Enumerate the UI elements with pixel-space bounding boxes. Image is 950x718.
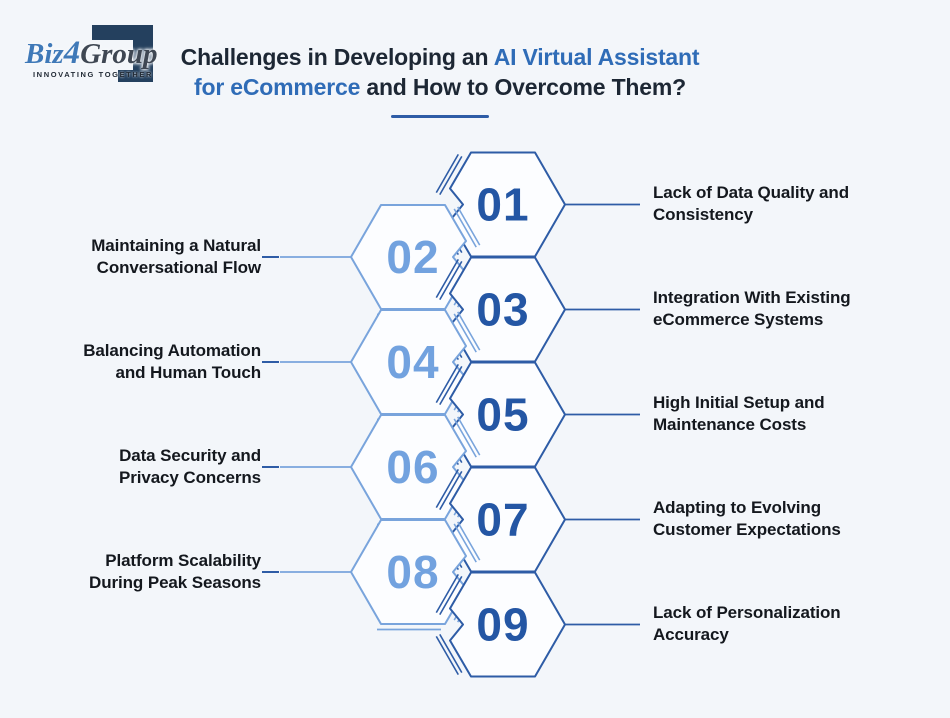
- logo-group-text: Group: [80, 38, 158, 70]
- label-line: Lack of Personalization: [653, 603, 841, 622]
- accent-line: [439, 634, 463, 673]
- accent-line: [457, 311, 481, 351]
- label-line: Privacy Concerns: [118, 468, 261, 487]
- hexagon-number: 01: [476, 179, 529, 231]
- label-line: Integration With Existing: [653, 288, 851, 307]
- label-line: Maintenance Costs: [653, 415, 807, 434]
- challenge-label-03: Integration With Existing eCommerce Syst…: [653, 287, 851, 331]
- hexagon-group-01: 01: [435, 151, 640, 258]
- label-line: Conversational Flow: [96, 258, 261, 277]
- hexagon-number: 03: [476, 284, 529, 336]
- hexagon-group-08: 08: [262, 519, 481, 631]
- accent-line: [453, 418, 477, 458]
- challenge-label-01: Lack of Data Quality and Consistency: [653, 182, 849, 226]
- challenge-label-02: Maintaining a Natural Conversational Flo…: [91, 235, 261, 279]
- logo-bracket-icon: [118, 70, 134, 82]
- accent-line: [453, 313, 477, 353]
- hexagon-number: 08: [386, 546, 439, 598]
- label-line: High Initial Setup and: [653, 393, 825, 412]
- logo-bracket-icon: [133, 25, 153, 82]
- title-underline: [391, 115, 489, 118]
- title-highlight: AI Virtual Assistant: [493, 44, 700, 70]
- hexagon-shape: [449, 571, 566, 678]
- accent-line: [435, 364, 459, 403]
- title-text: and How to Overcome Them?: [360, 74, 686, 100]
- hexagon-group-02: 02: [262, 204, 481, 316]
- accent-line: [435, 469, 459, 508]
- label-line: Lack of Data Quality and: [653, 183, 849, 202]
- label-line: Customer Expectations: [653, 520, 841, 539]
- label-line: Balancing Automation: [83, 341, 261, 360]
- accent-line: [439, 576, 463, 615]
- logo-tagline: INNOVATING TOGETHER: [33, 70, 153, 79]
- hexagon-number: 04: [386, 336, 439, 388]
- challenge-label-08: Platform Scalability During Peak Seasons: [89, 550, 261, 594]
- challenge-label-06: Data Security and Privacy Concerns: [119, 445, 261, 489]
- title-highlight: for eCommerce: [194, 74, 361, 100]
- challenge-label-04: Balancing Automation and Human Touch: [83, 340, 261, 384]
- hexagon-group-03: 03: [435, 256, 640, 363]
- hexagon-number: 05: [476, 389, 529, 441]
- accent-line: [453, 208, 477, 248]
- accent-line: [439, 261, 463, 300]
- accent-line: [439, 156, 463, 195]
- hexagon-group-09: 09: [435, 571, 640, 678]
- label-line: and Human Touch: [115, 363, 261, 382]
- hexagon-group-07: 07: [435, 466, 640, 573]
- label-line: During Peak Seasons: [89, 573, 261, 592]
- accent-line: [457, 416, 481, 456]
- hexagon-group-05: 05: [435, 361, 640, 468]
- logo-four-text: 4: [63, 35, 81, 71]
- accent-line: [457, 206, 481, 246]
- accent-line: [435, 259, 459, 298]
- hexagon-number: 06: [386, 441, 439, 493]
- hexagon-number: 02: [386, 231, 439, 283]
- label-line: eCommerce Systems: [653, 310, 824, 329]
- title-text: Challenges in Developing an: [180, 44, 494, 70]
- challenge-label-05: High Initial Setup and Maintenance Costs: [653, 392, 825, 436]
- label-line: Platform Scalability: [105, 551, 261, 570]
- logo-biz-text: Biz: [25, 38, 64, 70]
- title-line-1: Challenges in Developing an AI Virtual A…: [150, 42, 730, 72]
- accent-line: [435, 636, 459, 675]
- hexagon-number: 07: [476, 494, 529, 546]
- biz4group-logo: Biz4Group INNOVATING TOGETHER: [20, 20, 170, 98]
- title-line-2: for eCommerce and How to Overcome Them?: [150, 72, 730, 102]
- accent-line: [453, 523, 477, 563]
- hexagon-number: 09: [476, 599, 529, 651]
- page-title: Challenges in Developing an AI Virtual A…: [150, 42, 730, 102]
- label-line: Data Security and: [119, 446, 261, 465]
- hexagon-group-04: 04: [262, 309, 481, 421]
- accent-line: [439, 471, 463, 510]
- label-line: Accuracy: [653, 625, 729, 644]
- accent-line: [435, 154, 459, 193]
- accent-line: [457, 521, 481, 561]
- logo-wordmark: Biz4Group: [25, 35, 158, 71]
- challenge-label-07: Adapting to Evolving Customer Expectatio…: [653, 497, 841, 541]
- challenge-label-09: Lack of Personalization Accuracy: [653, 602, 841, 646]
- accent-line: [435, 574, 459, 613]
- label-line: Maintaining a Natural: [91, 236, 261, 255]
- label-line: Adapting to Evolving: [653, 498, 821, 517]
- accent-line: [439, 366, 463, 405]
- hexagon-group-06: 06: [262, 414, 481, 526]
- label-line: Consistency: [653, 205, 753, 224]
